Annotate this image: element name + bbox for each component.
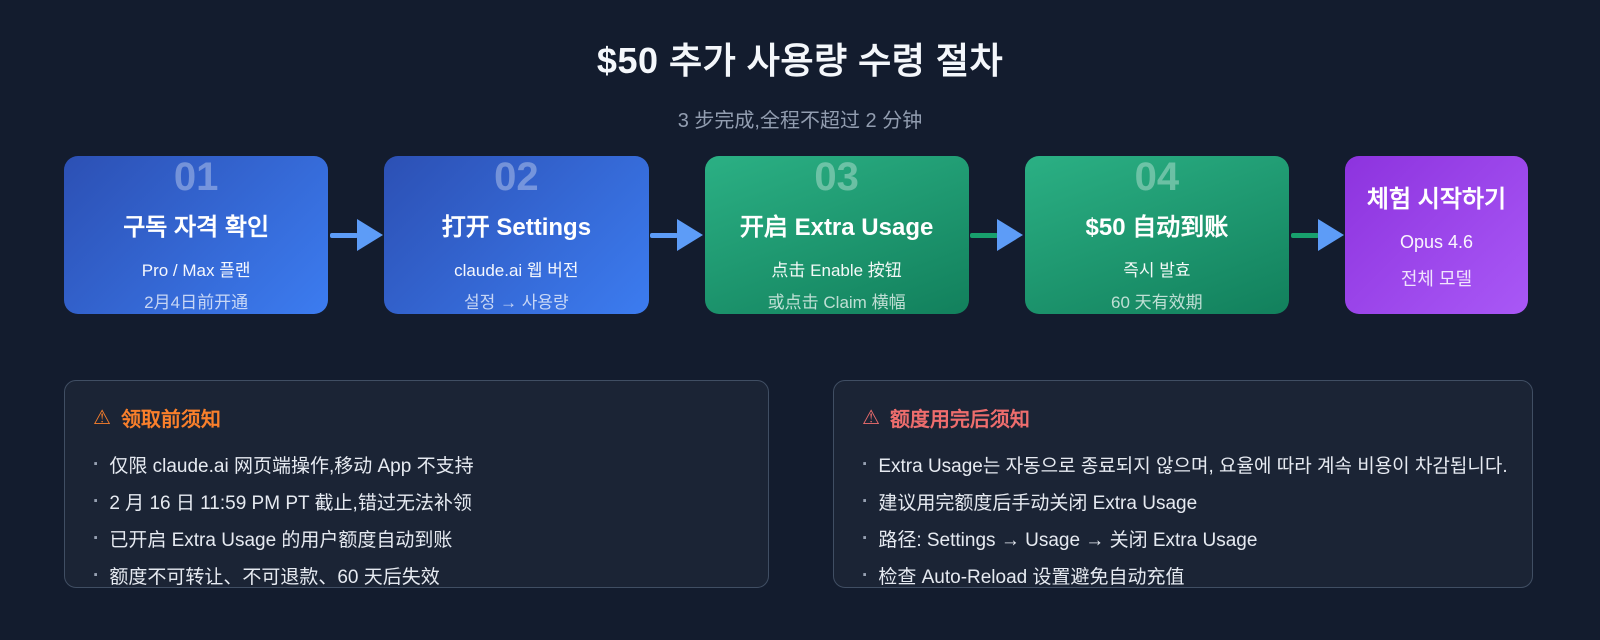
step-detail-1: Pro / Max 플랜 [141, 261, 251, 280]
arrow-stem [329, 232, 358, 238]
step-number: 01 [173, 155, 219, 199]
notice-item-text: 已开启 Extra Usage 的用户额度自动到账 [109, 530, 453, 551]
notice-item: · 建议用完额度后手动关闭 Extra Usage [862, 483, 1504, 520]
step-number: 04 [1134, 155, 1180, 199]
notice-item: · 已开启 Extra Usage 的用户额度自动到账 [93, 520, 740, 557]
bullet-icon: · [862, 453, 869, 475]
final-card: 체험 시작하기 Opus 4.6 전체 모델 [1345, 156, 1528, 314]
arrow-right-icon [969, 219, 1025, 251]
header: $50 추가 사용량 수령 절차 3 步完成,全程不超过 2 分钟 [0, 0, 1600, 133]
arrow-right-icon [649, 219, 705, 251]
notice-item-text: 2 月 16 日 11:59 PM PT 截止,错过无法补领 [109, 493, 472, 514]
bullet-icon: · [93, 564, 100, 586]
step-number: 03 [814, 155, 859, 199]
bullet-icon: · [93, 490, 100, 512]
final-detail-1: Opus 4.6 [1399, 232, 1474, 252]
step-detail-2: 설정 → 사용량 [464, 293, 569, 312]
final-detail-2: 전체 모델 [1400, 269, 1473, 289]
step-number: 02 [494, 155, 539, 199]
step-detail-1: 즉시 발효 [1123, 261, 1191, 280]
notice-item: · 额度不可转让、不可退款、60 天后失效 [93, 557, 740, 588]
bullet-icon: · [862, 564, 869, 586]
notice-before-claim: ⚠ 领取前须知 · 仅限 claude.ai 网页端操作,移动 App 不支持 … [64, 380, 769, 588]
step-title: 打开 Settings [441, 214, 592, 241]
bullet-icon: · [93, 453, 100, 475]
bullet-icon: · [93, 527, 100, 549]
notice-item-text: 仅限 claude.ai 网页端操作,移动 App 不支持 [109, 456, 474, 477]
page-subtitle: 3 步完成,全程不超过 2 分钟 [677, 110, 923, 132]
notice-after-usage: ⚠ 额度用完后须知 · Extra Usage는 자동으로 종료되지 않으며, … [833, 380, 1533, 588]
notice-item-text: 检查 Auto-Reload 设置避免自动充值 [878, 567, 1185, 588]
arrow-stem [970, 232, 999, 238]
page-title: $50 추가 사용량 수령 절차 [596, 40, 1004, 81]
final-title: 체험 시작하기 [1366, 186, 1507, 213]
arrow-head [1317, 219, 1344, 251]
notice-item: · 检查 Auto-Reload 设置避免自动充值 [862, 557, 1504, 588]
notice-title: ⚠ 额度用完后须知 [862, 403, 1504, 432]
notices-row: ⚠ 领取前须知 · 仅限 claude.ai 网页端操作,移动 App 不支持 … [64, 380, 1533, 588]
step-title: 开启 Extra Usage [739, 214, 934, 241]
step-detail-2: 或点击 Claim 横幅 [767, 293, 906, 312]
step-detail-1: claude.ai 웹 버전 [454, 261, 579, 280]
notice-item: · Extra Usage는 자동으로 종료되지 않으며, 요율에 따라 계속 … [862, 446, 1508, 483]
notice-item-text: Extra Usage는 자동으로 종료되지 않으며, 요율에 따라 계속 비용… [878, 456, 1508, 477]
step-detail-2: 2月4日前开通 [144, 293, 249, 312]
arrow-stem [650, 232, 678, 238]
step-card-3: 03 开启 Extra Usage 点击 Enable 按钮 或点击 Claim… [704, 155, 969, 314]
notice-item: · 2 月 16 日 11:59 PM PT 截止,错过无法补领 [93, 483, 740, 520]
notice-item-text: 额度不可转让、不可退款、60 天后失效 [109, 567, 440, 588]
arrow-head [356, 219, 383, 251]
arrow-stem [1290, 232, 1319, 238]
arrow-right-icon [328, 219, 384, 251]
notice-item-text: 建议用完额度后手动关闭 Extra Usage [878, 493, 1198, 514]
step-card-1: 01 구독 자격 확인 Pro / Max 플랜 2月4日前开通 [64, 155, 329, 314]
step-card-4: 04 $50 自动到账 즉시 발효 60 天有效期 [1024, 155, 1289, 314]
arrow-right-icon [1289, 219, 1345, 251]
bullet-icon: · [862, 527, 869, 549]
warning-icon: ⚠ [862, 406, 880, 429]
notice-item: · 仅限 claude.ai 网页端操作,移动 App 不支持 [93, 446, 740, 483]
step-detail-1: 点击 Enable 按钮 [771, 261, 902, 280]
warning-icon: ⚠ [93, 406, 111, 429]
step-title: $50 自动到账 [1085, 214, 1229, 241]
arrow-head [677, 219, 703, 251]
steps-flow: 01 구독 자격 확인 Pro / Max 플랜 2月4日前开通 02 打开 S… [64, 156, 1528, 314]
notice-title-text: 领取前须知 [120, 409, 221, 431]
notice-item: · 路径: Settings → Usage → 关闭 Extra Usage [862, 520, 1504, 557]
notice-title-text: 额度用完后须知 [889, 409, 1030, 431]
step-card-2: 02 打开 Settings claude.ai 웹 버전 설정 → 사용량 [384, 155, 649, 314]
notice-list: · 仅限 claude.ai 网页端操作,移动 App 不支持 · 2 月 16… [93, 446, 740, 588]
arrow-head [997, 219, 1024, 251]
notice-item-text: 路径: Settings → Usage → 关闭 Extra Usage [878, 530, 1258, 551]
step-title: 구독 자격 확인 [123, 214, 270, 241]
step-detail-2: 60 天有效期 [1111, 293, 1203, 312]
notice-title: ⚠ 领取前须知 [93, 403, 740, 432]
bullet-icon: · [862, 490, 869, 512]
notice-list: · Extra Usage는 자동으로 종료되지 않으며, 요율에 따라 계속 … [862, 446, 1508, 588]
